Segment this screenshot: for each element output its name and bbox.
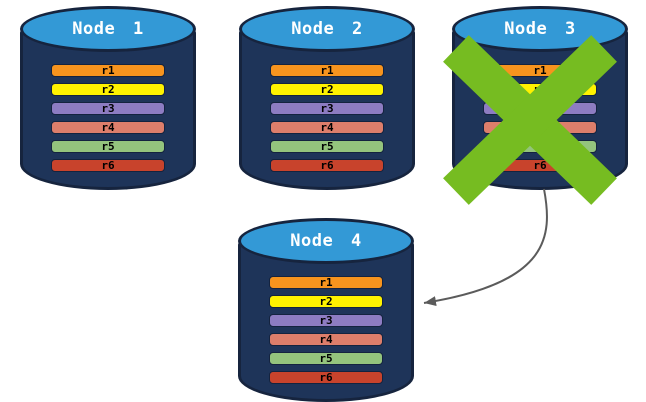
failure-x-icon [443,35,617,205]
replica-bar-r3: r3 [269,314,383,327]
node-2-cylinder-top: Node 2 [239,6,415,52]
node-4: Node 4 r1 r2 r3 r4 r5 r6 [238,218,414,402]
node-1-cylinder-top: Node 1 [20,6,196,52]
node-3-title: Node 3 [504,19,576,39]
replica-bar-r6: r6 [51,159,165,172]
replica-bar-r4: r4 [270,121,384,134]
replica-bar-r2: r2 [51,83,165,96]
node-4-title: Node 4 [290,231,362,251]
replica-bar-r6: r6 [269,371,383,384]
node-2-replica-list: r1 r2 r3 r4 r5 r6 [270,64,384,178]
node-2: Node 2 r1 r2 r3 r4 r5 r6 [239,6,415,190]
replica-bar-r5: r5 [270,140,384,153]
node-1: Node 1 r1 r2 r3 r4 r5 r6 [20,6,196,190]
arrow-curve [423,188,548,307]
replica-bar-r1: r1 [269,276,383,289]
node-1-replica-list: r1 r2 r3 r4 r5 r6 [51,64,165,178]
replica-bar-r6: r6 [270,159,384,172]
replica-bar-r4: r4 [269,333,383,346]
node-3: Node 3 r1 r2 r3 r4 r5 r6 [443,6,628,205]
replica-bar-r2: r2 [269,295,383,308]
node-4-cylinder-top: Node 4 [238,218,414,264]
replica-bar-r5: r5 [51,140,165,153]
node-2-title: Node 2 [291,19,363,39]
replica-bar-r3: r3 [51,102,165,115]
replica-bar-r2: r2 [270,83,384,96]
replica-bar-r1: r1 [51,64,165,77]
replica-bar-r4: r4 [51,121,165,134]
node-3-cylinder-top: Node 3 [452,6,628,52]
replica-bar-r5: r5 [269,352,383,365]
replica-bar-r3: r3 [270,102,384,115]
replica-bar-r1: r1 [270,64,384,77]
node-4-replica-list: r1 r2 r3 r4 r5 r6 [269,276,383,390]
node-1-title: Node 1 [72,19,144,39]
